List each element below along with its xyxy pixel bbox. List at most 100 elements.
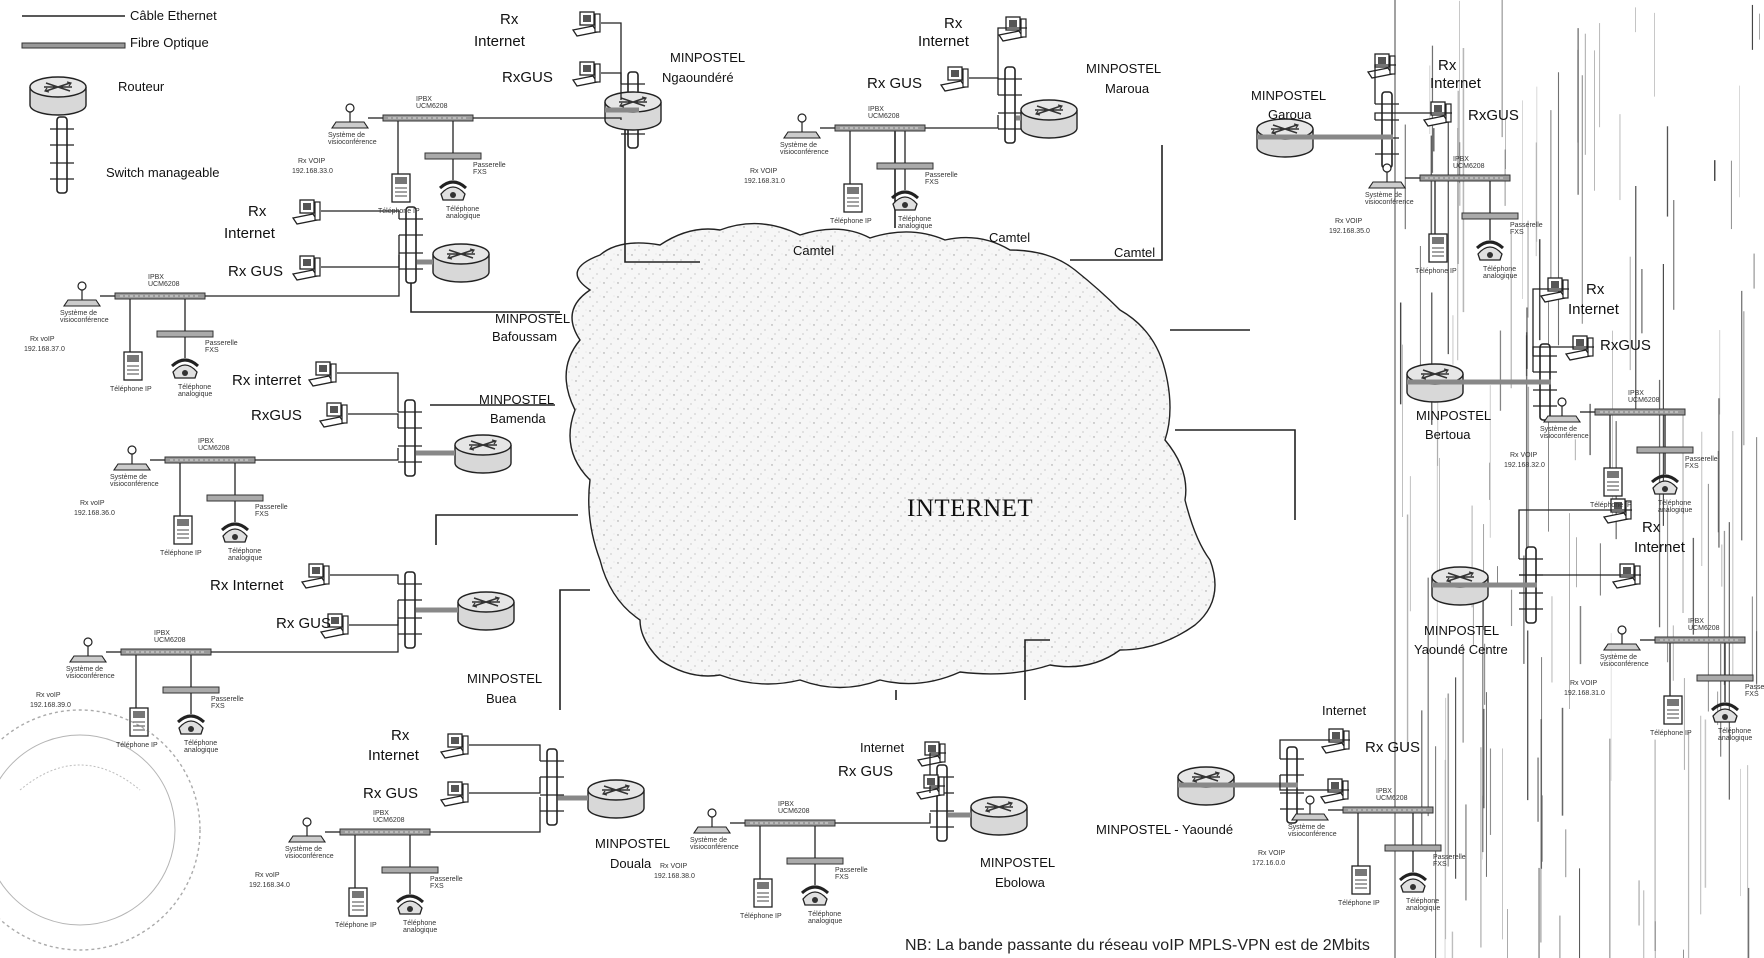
bandwidth-note: NB: La bande passante du réseau voIP MPL… <box>905 937 1370 954</box>
site-name-label: MINPOSTEL <box>1424 623 1500 638</box>
analog-phone-icon <box>1475 240 1505 262</box>
ethernet-link <box>348 413 399 428</box>
voip-network-label: Rx voIP <box>80 500 105 507</box>
analog-phone-label: Téléphone analogique <box>898 216 933 230</box>
ip-phone-label: Téléphone IP <box>335 922 377 929</box>
site-name-label: MINPOSTEL <box>980 855 1056 870</box>
workstation-icon <box>1612 563 1641 589</box>
workstation-icon <box>572 11 601 37</box>
ip-phone-icon <box>348 887 368 917</box>
subnet-label: Internet <box>368 747 419 764</box>
site-name-label: Ebolowa <box>995 875 1045 890</box>
camtel-link-label: Camtel <box>1114 245 1156 260</box>
fxs-label: Passerelle FXS <box>835 867 868 881</box>
ip-phone-label: Téléphone IP <box>116 742 158 749</box>
subnet-label: Internet <box>474 33 525 50</box>
site-name-label: Bertoua <box>1425 427 1471 442</box>
switch-icon <box>397 399 423 477</box>
workstation-icon <box>292 199 321 225</box>
site-name-label: Douala <box>610 856 652 871</box>
voip-network-label: 192.168.32.0 <box>1504 462 1545 469</box>
subnet-label: Rx <box>248 203 267 220</box>
fxs-icon <box>1384 844 1442 852</box>
router-icon <box>432 243 490 283</box>
ethernet-link <box>473 117 622 120</box>
visio-icon <box>783 113 821 139</box>
fxs-label: Passerelle FXS <box>211 696 244 710</box>
legend-switch-label: Switch manageable <box>106 165 220 180</box>
site-name-label: MINPOSTEL <box>479 392 555 407</box>
analog-phone-icon <box>438 180 468 202</box>
site-name-label: Buea <box>486 691 517 706</box>
visio-label: Système de visioconférence <box>1365 192 1414 206</box>
analog-phone-label: Téléphone analogique <box>808 911 843 925</box>
analog-phone-label: Téléphone analogique <box>403 920 438 934</box>
analog-phone-icon <box>176 714 206 736</box>
fxs-label: Passerelle FXS <box>1745 684 1764 698</box>
switch-icon <box>539 748 565 826</box>
site-name-label: MINPOSTEL <box>595 836 671 851</box>
pabx-label: IPBX UCM6208 <box>1628 390 1660 404</box>
wan-links <box>410 110 1296 710</box>
pabx-icon <box>1342 806 1434 814</box>
analog-phone-icon <box>395 894 425 916</box>
ip-phone-icon <box>391 173 411 203</box>
workstation-icon <box>1423 101 1452 127</box>
legend-router-label: Routeur <box>118 79 165 94</box>
pabx-label: IPBX UCM6208 <box>868 106 900 120</box>
subnet-label: RxGUS <box>1468 107 1519 124</box>
ip-phone-label: Téléphone IP <box>740 913 782 920</box>
pabx-label: IPBX UCM6208 <box>154 630 186 644</box>
subnet-label: Rx <box>500 11 519 28</box>
workstation-icon <box>1320 778 1349 804</box>
voip-network-label: 192.168.35.0 <box>1329 228 1370 235</box>
site-name-label: MINPOSTEL <box>495 311 571 326</box>
ip-phone-icon <box>123 351 143 381</box>
fxs-icon <box>381 866 439 874</box>
workstation-icon <box>1565 335 1594 361</box>
internet-cloud-label: INTERNET <box>907 495 1034 522</box>
ethernet-link <box>835 813 931 824</box>
voip-network-label: 192.168.36.0 <box>74 510 115 517</box>
visio-icon <box>331 103 369 129</box>
visio-label: Système de visioconférence <box>1600 654 1649 668</box>
fxs-icon <box>162 686 220 694</box>
ethernet-link <box>469 777 541 794</box>
voip-network-label: Rx VOIP <box>750 168 778 175</box>
workstation-icon <box>440 733 469 759</box>
visio-icon <box>113 445 151 471</box>
ip-phone-icon <box>1428 233 1448 263</box>
site-name-label: Maroua <box>1105 81 1150 96</box>
voip-network-label: 192.168.31.0 <box>1564 690 1605 697</box>
ethernet-link <box>601 72 622 100</box>
visio-label: Système de visioconférence <box>66 666 115 680</box>
legend-ethernet-label: Câble Ethernet <box>130 8 217 23</box>
fxs-label: Passerelle FXS <box>255 504 288 518</box>
subnet-label: Internet <box>1322 703 1367 718</box>
voip-network-label: 172.16.0.0 <box>1252 860 1286 867</box>
subnet-label: Rx GUS <box>228 263 284 280</box>
voip-network-label: Rx VOIP <box>660 863 688 870</box>
subnet-label: Internet <box>1634 539 1685 556</box>
ip-phone-label: Téléphone IP <box>1338 900 1380 907</box>
site-name-label: Yaoundé Centre <box>1414 642 1508 657</box>
analog-phone-label: Téléphone analogique <box>1718 728 1753 742</box>
workstation-icon <box>1367 53 1396 79</box>
ip-phone-label: Téléphone IP <box>830 218 872 225</box>
pabx-icon <box>744 819 836 827</box>
site-name-label: MINPOSTEL <box>467 671 543 686</box>
subnet-label: Rx interret <box>232 372 302 389</box>
router-icon <box>1020 99 1078 139</box>
subnet-label: Internet <box>860 740 905 755</box>
pabx-label: IPBX UCM6208 <box>1376 788 1408 802</box>
visio-icon <box>288 817 326 843</box>
fxs-icon <box>1461 212 1519 220</box>
voip-network-label: Rx VOIP <box>1510 452 1538 459</box>
visio-label: Système de visioconférence <box>328 132 377 146</box>
analog-phone-label: Téléphone analogique <box>1658 500 1693 514</box>
subnet-label: RxGUS <box>1600 337 1651 354</box>
ethernet-link <box>1279 775 1349 791</box>
voip-network-label: 192.168.33.0 <box>292 168 333 175</box>
analog-phone-label: Téléphone analogique <box>1483 266 1518 280</box>
voip-network-label: 192.168.31.0 <box>744 178 785 185</box>
